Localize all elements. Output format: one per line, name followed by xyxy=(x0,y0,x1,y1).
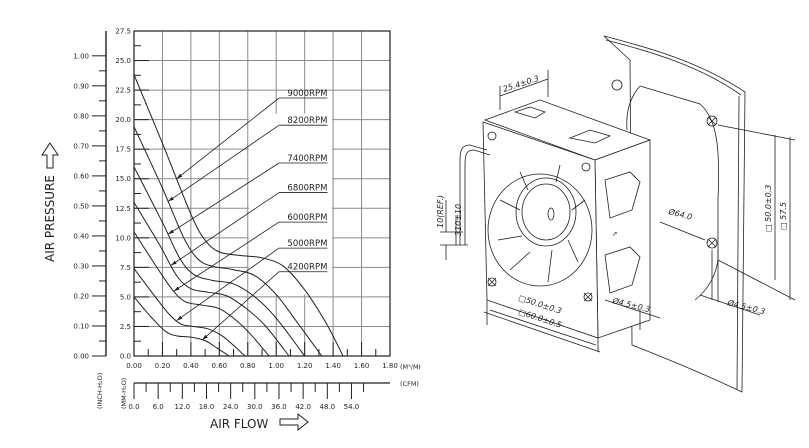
up-arrow-icon xyxy=(41,142,59,169)
curve-7400rpm xyxy=(133,166,306,357)
curve-8200rpm xyxy=(133,126,323,357)
inch-tick-label: 0.20 xyxy=(73,292,89,300)
cfm-tick-label: 36.0 xyxy=(271,403,287,411)
cfm-tick-label: 30.0 xyxy=(247,403,263,411)
x-tick-label: 1.20 xyxy=(297,362,313,370)
y-tick-label: 2.5 xyxy=(120,323,131,331)
inch-tick-label: 1.00 xyxy=(73,52,89,60)
rpm-leader-line xyxy=(167,124,280,202)
arrowhead-icon xyxy=(176,173,183,179)
y-unit-secondary: (INCH-H₂O) xyxy=(96,373,104,409)
y-tick-label: 12.5 xyxy=(115,205,131,213)
y-tick-label: 22.5 xyxy=(115,87,131,95)
guard-hole-icon xyxy=(706,237,718,249)
x-tick-label: 0.00 xyxy=(126,362,142,370)
right-arrow-icon xyxy=(279,412,309,432)
y-tick-label: 7.5 xyxy=(120,264,131,272)
arrowhead-icon xyxy=(168,229,174,235)
pq-curve-chart: 0.0 2.5 5.0 7.5 10.0 12.5 15.0 17.5 20.0 22.5 25.0… xyxy=(41,28,420,432)
y-unit-primary: (MM-H₂O) xyxy=(120,378,128,409)
rpm-leader-line xyxy=(176,247,280,321)
curve-5000rpm xyxy=(133,268,246,357)
curve-9000rpm xyxy=(133,74,344,357)
cfm-tick-label: 54.0 xyxy=(344,403,360,411)
cfm-tick-label: 42.0 xyxy=(295,403,311,411)
inch-tick-label: 0.40 xyxy=(73,232,89,240)
rpm-label: 6800RPM xyxy=(287,184,327,194)
label-panel xyxy=(248,113,333,295)
rpm-leader-line xyxy=(167,162,280,235)
inch-tick-label: 0.30 xyxy=(73,262,89,270)
x-tick-label: 1.00 xyxy=(268,362,284,370)
y-tick-label: 5.0 xyxy=(120,293,131,301)
plot-frame xyxy=(133,30,391,357)
inch-tick-label: 0.60 xyxy=(73,172,89,180)
cfm-tick-label: 24.0 xyxy=(223,403,239,411)
y-tick-label: 10.0 xyxy=(115,234,131,242)
fan-body: ⇗ xyxy=(459,99,652,339)
y-tick-label: 17.5 xyxy=(115,146,131,154)
dim-lead-length: 310±10 xyxy=(454,204,463,236)
rpm-leader-line xyxy=(202,271,280,341)
dim-guard-pitch: □ 50.0±0.3 xyxy=(764,185,773,232)
inch-tick-label: 0.90 xyxy=(73,82,89,90)
rpm-label: 9000RPM xyxy=(287,89,327,99)
x-unit-secondary: (CFM) xyxy=(400,380,419,388)
inch-tick-label: 0.80 xyxy=(73,112,89,120)
cfm-tick-label: 6.0 xyxy=(153,403,164,411)
guard-hole-icon xyxy=(706,115,718,127)
curve-6800rpm xyxy=(133,202,290,357)
inch-tick-label: 0.00 xyxy=(73,353,89,361)
y-tick-label: 27.5 xyxy=(115,28,131,36)
dim-depth: 25.4±0.3 xyxy=(502,74,540,94)
y-tick-label: 15.0 xyxy=(115,175,131,183)
y-axis-title: AIR PRESSURE xyxy=(43,175,57,262)
inch-tick-label: 0.10 xyxy=(73,322,89,330)
rpm-label: 8200RPM xyxy=(287,116,327,126)
arrowhead-icon xyxy=(170,260,177,266)
arrowhead-icon xyxy=(173,286,180,292)
guard-hole-icon xyxy=(611,79,623,91)
rpm-leader-line xyxy=(170,192,280,266)
dim-guard-size: □ 57.5 xyxy=(779,202,788,230)
rpm-label: 7400RPM xyxy=(287,154,327,164)
x-tick-label: 1.60 xyxy=(354,362,370,370)
cfm-tick-label: 12.0 xyxy=(175,403,191,411)
x-tick-label: 0.60 xyxy=(212,362,228,370)
rpm-label: 6000RPM xyxy=(287,213,327,223)
x-tick-label: 0.80 xyxy=(240,362,256,370)
x-tick-label: 1.40 xyxy=(325,362,341,370)
y-tick-label: 0.0 xyxy=(120,353,131,361)
y-tick-label: 25.0 xyxy=(115,57,131,65)
x-unit-primary: (M³/MIN) xyxy=(400,363,420,371)
airflow-arrow-icon: ⇗ xyxy=(612,230,617,238)
dimension-lines xyxy=(440,70,796,353)
cfm-tick-label: 0.0 xyxy=(128,403,139,411)
x-axis-title: AIR FLOW xyxy=(210,417,269,431)
y-tick-label: 20.0 xyxy=(115,116,131,124)
arrowhead-icon xyxy=(202,334,208,340)
cfm-tick-label: 48.0 xyxy=(320,403,336,411)
dim-strip: 10(REF.) xyxy=(436,195,445,228)
curve-6000rpm xyxy=(133,231,270,357)
cfm-tick-label: 18.0 xyxy=(199,403,215,411)
inch-tick-label: 0.50 xyxy=(73,202,89,210)
curve-4200rpm xyxy=(133,296,230,357)
arrowhead-icon xyxy=(176,315,183,321)
x-tick-label: 0.40 xyxy=(183,362,199,370)
rpm-leader-line xyxy=(173,221,280,292)
rpm-leader-line xyxy=(176,97,280,180)
arrowhead-icon xyxy=(168,196,174,202)
x-tick-label: 0.20 xyxy=(155,362,171,370)
rpm-label: 5000RPM xyxy=(287,239,327,249)
x-tick-label: 1.80 xyxy=(382,362,398,370)
inch-tick-label: 0.70 xyxy=(73,142,89,150)
rpm-label: 4200RPM xyxy=(287,263,327,273)
